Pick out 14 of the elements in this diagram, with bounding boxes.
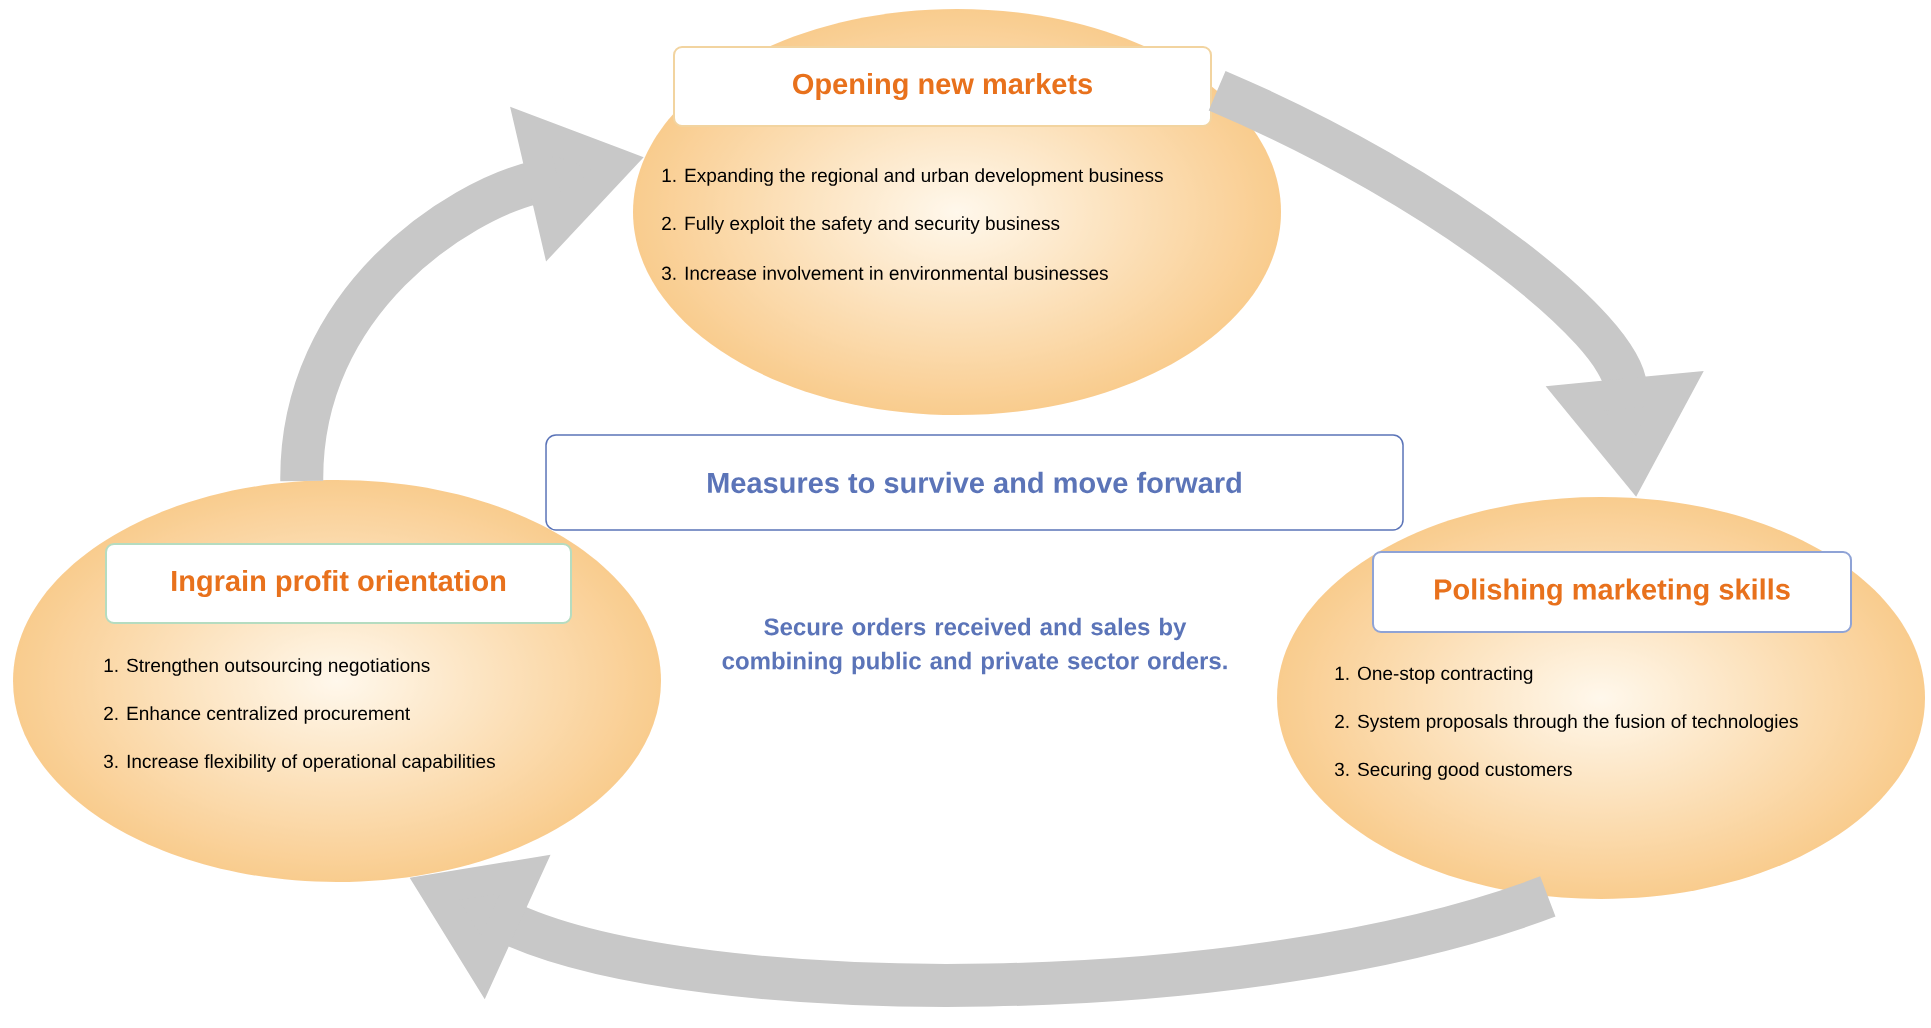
list-item: 3. Securing good customers <box>1334 762 1572 780</box>
list-item: 1. Expanding the regional and urban development business <box>662 168 1163 186</box>
heading-box: Polishing marketing skills <box>1372 551 1852 633</box>
center-note: Secure orders received and sales by combining public and private sector orders. <box>722 617 1227 675</box>
heading-box: Ingrain profit orientation <box>105 543 572 624</box>
list-item: 3. Increase flexibility of operational capabilities <box>103 754 495 772</box>
list-item: 1. One-stop contracting <box>1335 666 1533 684</box>
list-item: 2. Fully exploit the safety and security business <box>662 216 1060 234</box>
list-item: 3. Increase involvement in environmental businesses <box>661 266 1108 280</box>
heading-box: Opening new markets <box>673 46 1212 127</box>
title-box: Measures to survive and move forward <box>545 434 1404 531</box>
list-item: 1. Strengthen outsourcing negotiations <box>104 658 430 676</box>
list-item: 2. Enhance centralized procurement <box>104 706 410 724</box>
list-item: 2. System proposals through the fusion of technologies <box>1335 714 1798 732</box>
